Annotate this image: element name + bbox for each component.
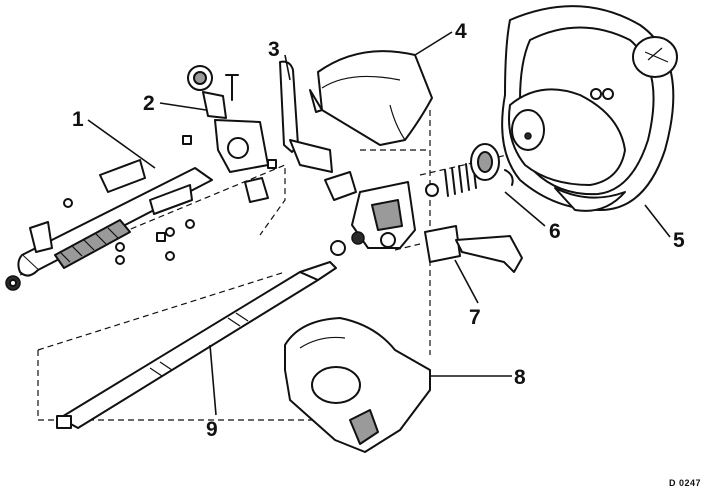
callout-8: 8	[514, 366, 526, 389]
leader-5	[644, 204, 671, 238]
part-stalk-switch	[424, 225, 523, 273]
part-upper-shroud	[309, 50, 433, 146]
callout-5: 5	[673, 229, 685, 252]
callout-4: 4	[455, 20, 467, 43]
callouts: 1 2 3 4 5 6 7 8 9	[72, 20, 685, 441]
part-lower-shroud	[284, 317, 431, 453]
figure-code: D 0247	[669, 478, 701, 488]
callout-6: 6	[549, 220, 561, 243]
callout-1: 1	[72, 108, 84, 131]
part-ignition-lock	[187, 65, 277, 203]
part-steering-wheel	[501, 5, 675, 212]
leader-7	[454, 259, 479, 304]
leader-9	[209, 344, 217, 416]
part-switch-housing	[330, 181, 416, 256]
leader-4	[414, 31, 453, 56]
callout-7: 7	[469, 306, 481, 329]
part-column-fasteners	[63, 135, 195, 265]
callout-leaders	[87, 31, 671, 416]
callout-2: 2	[143, 92, 155, 115]
part-slip-ring	[425, 143, 514, 197]
part-steering-column-tube	[5, 159, 213, 291]
part-steering-shaft	[56, 261, 337, 429]
leader-3	[284, 54, 291, 81]
leader-6	[504, 191, 546, 227]
part-switch-lever	[279, 60, 357, 201]
assembly-guide-lines	[19, 110, 521, 421]
callout-9: 9	[206, 418, 218, 441]
leader-1	[87, 119, 156, 169]
part-horn-cap	[632, 36, 678, 78]
leader-2	[159, 102, 207, 111]
callout-3: 3	[268, 38, 280, 61]
